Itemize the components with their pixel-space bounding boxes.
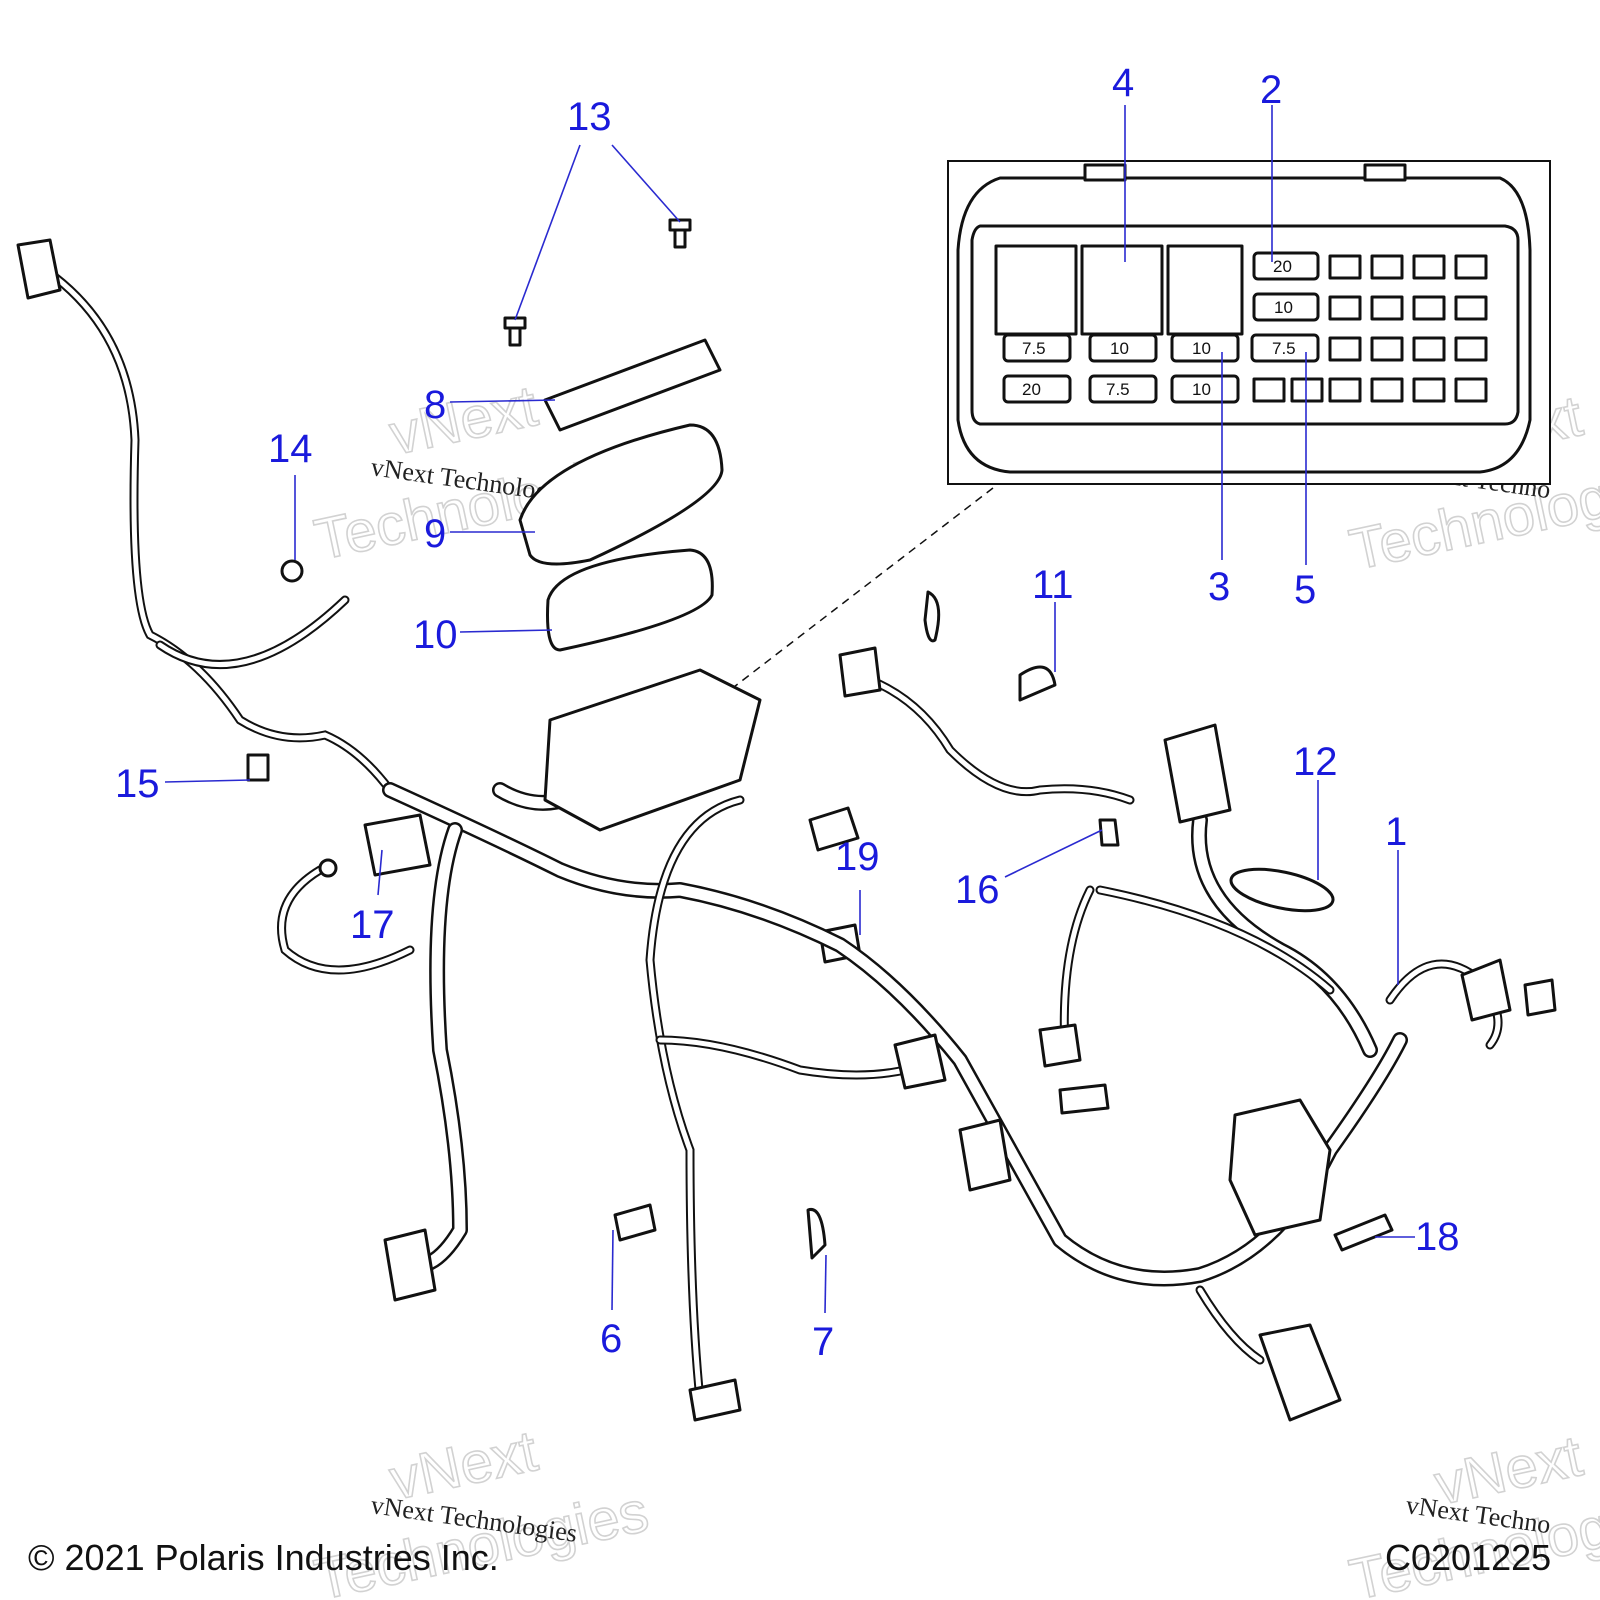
leader-7	[824, 1254, 827, 1314]
callout-4: 4	[1112, 61, 1134, 105]
screw-13-right	[668, 218, 692, 249]
fuse-holder-18	[1333, 1213, 1394, 1252]
cover-seal	[546, 548, 714, 652]
connector-lower-middle	[958, 1118, 1012, 1192]
connector-top-middle	[808, 806, 860, 852]
fuse-slot	[1088, 333, 1158, 363]
fuse-rating: 20	[1273, 257, 1292, 276]
fuse-rating: 10	[1274, 298, 1293, 317]
fuse-rating: 7.5	[1106, 380, 1130, 399]
callout-5: 5	[1294, 568, 1316, 612]
connector-bottom-middle	[688, 1378, 742, 1422]
callout-18: 18	[1415, 1215, 1460, 1259]
fuse-slot	[1252, 251, 1320, 281]
fuse-box-detail: 7.5 10 10 7.5 20 7.5 10 20 10	[729, 160, 1551, 691]
fuse-rating: 7.5	[1022, 339, 1046, 358]
callout-11: 11	[1032, 563, 1074, 607]
ring-terminal	[318, 858, 338, 878]
connector-clip-15	[246, 753, 270, 782]
push-clip-16	[1098, 818, 1120, 847]
callout-10: 10	[413, 613, 458, 657]
fuse-rating: 20	[1022, 380, 1041, 399]
fuse-rating: 7.5	[1272, 339, 1296, 358]
fuse-box-base	[543, 668, 762, 832]
fuse-slot	[1252, 292, 1320, 322]
connector-far-right	[1523, 978, 1557, 1017]
clip-7	[806, 1207, 827, 1260]
fuse-row-4: 20 7.5 10	[1002, 374, 1240, 404]
callout-2: 2	[1260, 68, 1282, 112]
fuse-box-cover	[518, 423, 724, 566]
cable-strap-11	[1018, 665, 1057, 702]
callout-14: 14	[268, 427, 313, 471]
fuse-rating: 10	[1192, 339, 1211, 358]
empty-fuse-slots	[1252, 254, 1488, 403]
housing-latch-left	[1083, 163, 1127, 182]
leader-17	[377, 849, 383, 896]
main-wire-harness	[16, 238, 1557, 1422]
fastener-6	[613, 1203, 657, 1242]
connector-bottom-right	[1258, 1323, 1342, 1422]
fuse-slot	[1002, 374, 1072, 404]
screw-13-left	[503, 316, 527, 347]
grommet-14	[280, 559, 304, 583]
fuse-rating: 10	[1110, 339, 1129, 358]
connector-upper-right	[1163, 723, 1232, 824]
relay-slot-1	[994, 244, 1078, 336]
callout-17: 17	[350, 903, 395, 947]
housing-latch-right	[1363, 163, 1407, 182]
watermark-brand: vNext	[384, 373, 543, 467]
callout-8: 8	[424, 383, 446, 427]
relay-slot-3	[1166, 244, 1244, 336]
fuse-row-3: 7.5 10 10 7.5	[1002, 333, 1320, 363]
callout-19: 19	[835, 835, 880, 879]
callout-1: 1	[1385, 810, 1407, 854]
fuse-column-2: 20 10	[1252, 251, 1320, 322]
fuse-label-decal	[543, 338, 722, 432]
callout-labels: 13 4 2 3 5 8 9 10 14 11 12 1 15 16 17 19…	[115, 61, 1460, 1364]
clip-top	[923, 590, 941, 643]
fuse-rating: 10	[1192, 380, 1211, 399]
callout-15: 15	[115, 762, 160, 806]
cable-tie-12	[1229, 867, 1335, 913]
leader-6	[611, 1229, 614, 1311]
sensor-connector	[1038, 1023, 1082, 1068]
drawing-code: C0201225	[1385, 1537, 1551, 1578]
relay-17	[363, 813, 432, 877]
callout-7: 7	[812, 1320, 834, 1364]
callout-12: 12	[1293, 740, 1338, 784]
leader-13a	[514, 144, 581, 321]
control-module-connector	[1228, 1098, 1332, 1237]
leader-8	[449, 399, 556, 403]
callout-16: 16	[955, 868, 1000, 912]
callout-6: 6	[600, 1317, 622, 1361]
leader-15	[164, 779, 251, 783]
callout-3: 3	[1208, 565, 1230, 609]
leader-10	[459, 629, 553, 633]
leader-lines	[164, 105, 1415, 1314]
leader-13b	[611, 144, 681, 223]
callout-9: 9	[424, 512, 446, 556]
connector-right	[1460, 958, 1512, 1022]
connector-upper-mid	[838, 646, 882, 698]
connector-mid	[893, 1033, 947, 1090]
connector-lower-left	[383, 1228, 437, 1302]
connector-far-left	[16, 238, 62, 300]
leader-16	[1004, 829, 1103, 878]
fuse-slot	[1002, 333, 1072, 363]
fuse-slot	[1088, 374, 1158, 404]
relay-slot-2	[1080, 244, 1164, 336]
fuse-slot	[1250, 333, 1320, 363]
connector-small	[1058, 1083, 1110, 1115]
callout-13: 13	[567, 95, 612, 139]
copyright-notice: © 2021 Polaris Industries Inc.	[28, 1537, 499, 1578]
